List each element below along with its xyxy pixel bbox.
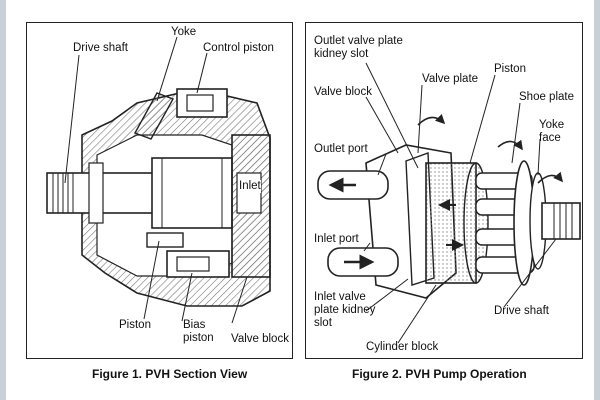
rotation-arrow-shoe	[497, 139, 523, 151]
figure-1-panel: Drive shaft Yoke Control piston Inlet Pi…	[26, 22, 293, 359]
piston	[146, 232, 184, 248]
label-outlet-valve-plate-kidney-slot: Outlet valve plate kidney slot	[314, 35, 403, 60]
figure-2-caption: Figure 2. PVH Pump Operation	[352, 367, 527, 381]
label-inlet-valve-plate-kidney-slot: Inlet valve plate kidney slot	[314, 291, 376, 329]
label-shoe-plate: Shoe plate	[519, 91, 574, 103]
shaft-splines	[52, 173, 74, 213]
label-drive-shaft: Drive shaft	[73, 42, 128, 54]
label-piston: Piston	[119, 319, 151, 331]
label-piston-2: Piston	[494, 63, 526, 75]
label-valve-block: Valve block	[231, 333, 289, 345]
cylinder-block	[151, 157, 233, 229]
label-valve-block-2: Valve block	[314, 86, 372, 98]
shaft-seal	[88, 162, 104, 224]
figure-2-panel: Outlet valve plate kidney slot Valve pla…	[305, 22, 583, 359]
label-inlet-port: Inlet port	[314, 233, 359, 245]
rotation-arrow-yoke	[537, 171, 564, 184]
label-bias-piston: Bias piston	[183, 319, 214, 344]
label-cylinder-block: Cylinder block	[366, 341, 439, 353]
label-inlet: Inlet	[239, 180, 261, 193]
label-yoke: Yoke	[171, 26, 197, 38]
inlet-opening	[236, 172, 262, 214]
left-edge-strip	[0, 0, 6, 400]
label-yoke-face: Yoke face	[539, 119, 565, 144]
rotation-arrow-valve	[417, 113, 446, 126]
label-drive-shaft-2: Drive shaft	[494, 305, 549, 317]
leader-lines	[64, 36, 248, 324]
label-outlet-port: Outlet port	[314, 143, 368, 155]
leader-lines-2	[363, 62, 557, 344]
pvh-section-view-drawing	[46, 36, 271, 324]
label-control-piston: Control piston	[203, 42, 274, 54]
right-edge-strip	[594, 0, 600, 400]
pvh-pump-operation-drawing	[317, 62, 581, 344]
yoke	[133, 92, 175, 140]
label-valve-plate-2: Valve plate	[422, 73, 479, 85]
figure-1-caption: Figure 1. PVH Section View	[92, 367, 248, 381]
drive-shaft-2	[541, 202, 581, 240]
